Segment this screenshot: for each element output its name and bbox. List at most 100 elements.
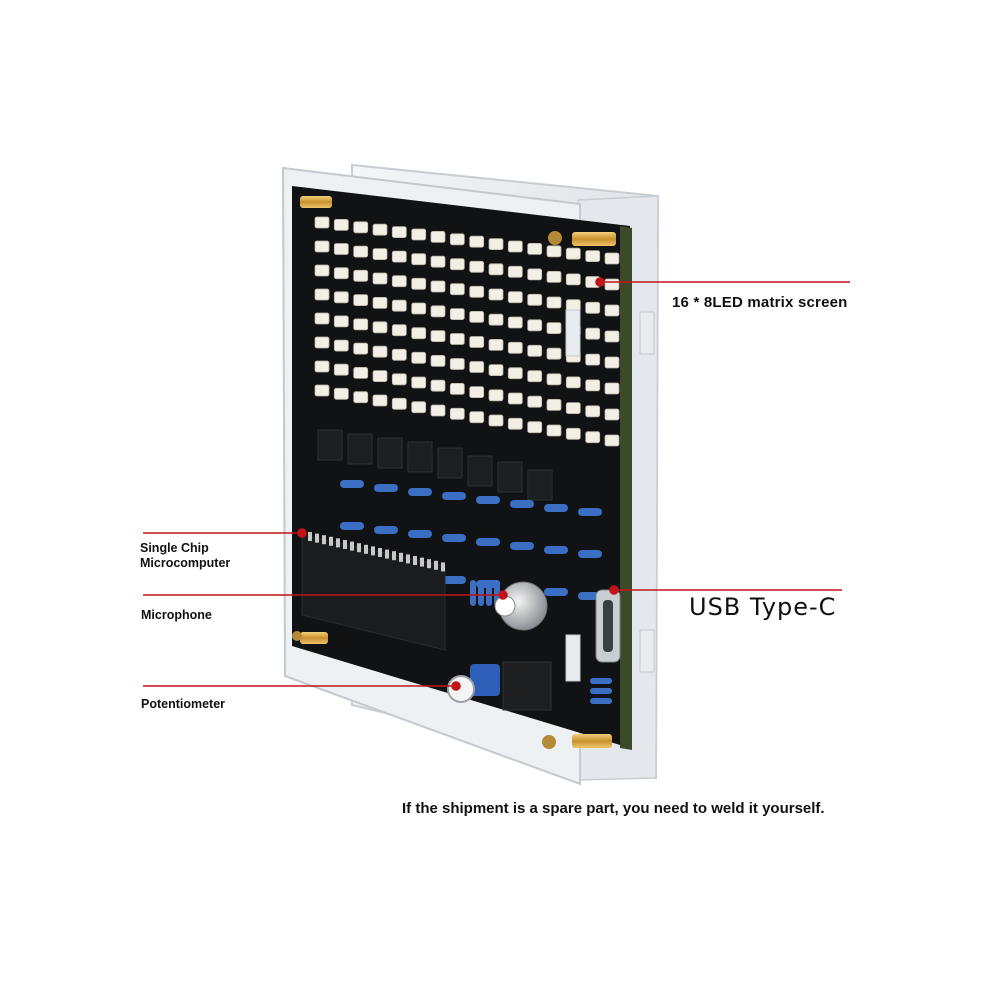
led-pixel [604,278,620,291]
led-pixel [507,367,523,380]
led-pixel [333,315,349,328]
led-pixel [565,402,581,415]
led-pixel [391,324,407,337]
chip-pin [364,544,368,554]
resistor [442,492,466,500]
transistor-row [317,429,553,501]
led-pixel [507,417,523,430]
standoff-bottom-left [300,632,328,644]
led-pixel [469,386,485,399]
led-pixel [391,250,407,263]
chip-pin [357,543,361,553]
led-pixel [353,318,369,331]
standoff-top-left [300,196,332,208]
led-pixel [314,336,330,349]
led-pixel [449,308,465,321]
led-pixel [391,397,407,410]
resistor [408,488,432,496]
led-pixel [469,411,485,424]
led-pixel [372,321,388,334]
led-pixel [333,363,349,376]
led-pixel [449,358,465,370]
standoff-bottom-right [572,734,612,748]
chip-pin [427,559,431,569]
led-pixel [488,364,504,377]
chip-pin [315,533,319,543]
led-pixel [430,280,446,293]
resistor [340,480,364,488]
chip-pin [399,552,403,562]
led-pixel [411,277,427,290]
led-pixel [469,361,485,373]
led-pixel [372,394,388,407]
led-pixel [585,327,601,340]
led-pixel [333,387,349,400]
led-pixel [565,273,581,286]
case-clip [565,309,581,357]
resistor [544,546,568,554]
led-pixel [604,252,620,265]
led-pixel [488,313,504,326]
resistor [442,576,466,584]
resistor [476,496,500,504]
led-pixel [430,330,446,343]
led-pixel [411,401,427,414]
chip-pin [420,557,424,567]
resistor [340,522,364,530]
chip-pin [392,551,396,561]
led-pixel [372,223,388,236]
resistor [578,508,602,516]
screw-top-right [548,231,562,245]
chip-pin [371,546,375,556]
chip-pin [329,536,333,546]
chip-pin [308,532,312,541]
led-pixel [604,434,620,447]
single-chip-microcomputer [301,534,446,651]
led-pixel [430,305,446,318]
chip-pin [336,538,340,548]
led-pixel [314,384,330,397]
led-matrix-label: 16 * 8LED matrix screen [672,294,848,311]
led-pixel [353,366,369,379]
led-pixel [604,382,620,395]
chip-pin [406,554,410,564]
case-clip [639,629,655,673]
led-pixel [430,354,446,367]
led-pixel [527,395,543,408]
led-pixel [391,226,407,239]
potentiometer-knob [447,675,475,703]
led-pixel [469,285,485,298]
led-pixel [527,370,543,383]
led-matrix-grid [314,216,620,447]
led-pixel [314,216,330,229]
led-pixel [353,269,369,282]
led-pixel [604,330,620,343]
led-pixel [430,404,446,417]
led-pixel [372,272,388,285]
resistor [374,484,398,492]
led-pixel [353,294,369,307]
led-pixel [585,379,601,392]
led-pixel [353,245,369,258]
microphone-label: Microphone [141,608,212,622]
led-pixel [546,424,562,437]
led-pixel [546,398,562,411]
led-pixel [449,407,465,420]
screw-bottom-right [542,735,556,749]
led-pixel [372,345,388,358]
led-pixel [430,230,446,243]
resistor-array [340,480,602,606]
standoff-top-right [572,232,616,246]
led-pixel [546,245,562,258]
led-pixel [488,389,504,402]
potentiometer-body [470,664,500,696]
led-pixel [469,235,485,248]
led-pixel [411,376,427,389]
led-pixel [527,421,543,434]
led-pixel [585,250,601,263]
led-pixel [430,379,446,392]
case-clip [639,311,655,355]
led-pixel [314,264,330,277]
led-pixel [546,270,562,283]
